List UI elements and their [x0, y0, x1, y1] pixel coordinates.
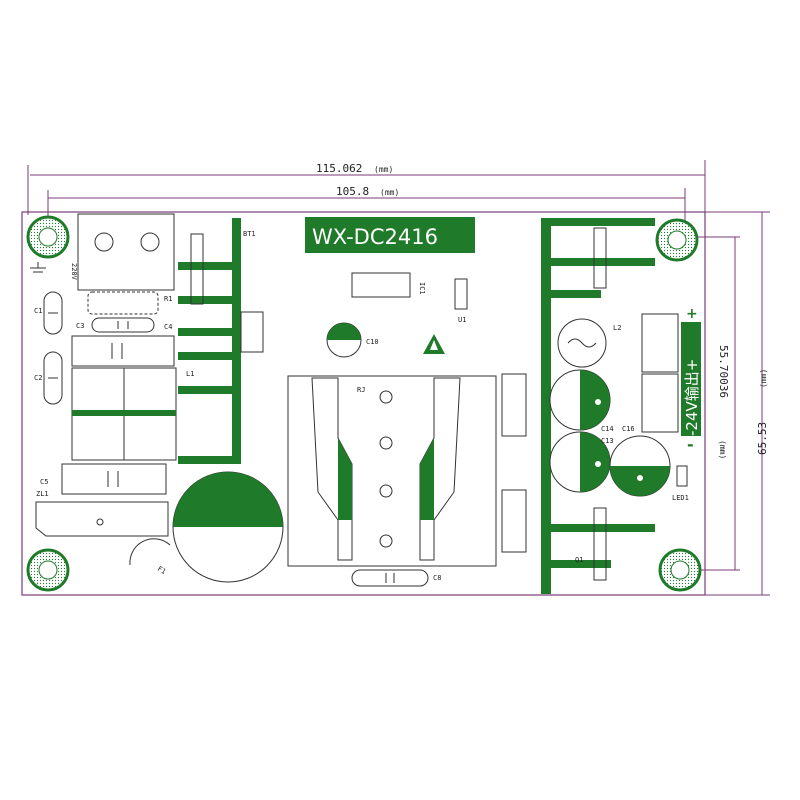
inductor-l2: [557, 318, 607, 368]
label-rj: RJ: [357, 386, 365, 394]
inner-width-value: 105.8: [336, 185, 369, 198]
outer-height-value: 65.53: [756, 422, 769, 455]
heatsink-right: [541, 218, 655, 594]
label-l1: L1: [186, 370, 194, 378]
capacitor-c1: [43, 291, 63, 335]
label-f1: F1: [156, 565, 167, 576]
led1-body: [676, 465, 688, 487]
diode-d1: [593, 507, 607, 581]
mounting-hole-tr: [655, 218, 699, 262]
choke-l1-core: [72, 410, 176, 416]
input-voltage-label: 220V: [70, 263, 78, 281]
output-plus: +: [686, 306, 698, 322]
label-c1: C1: [34, 307, 42, 315]
fuse-f1: [87, 291, 159, 315]
transformer: [287, 375, 497, 567]
outer-width-unit: (mm): [374, 165, 393, 174]
resistor-vertical: [190, 233, 204, 305]
label-c14: C14: [601, 425, 614, 433]
capacitor-c8: [351, 569, 429, 587]
model-title-box: [305, 217, 475, 253]
label-r1: R1: [164, 295, 172, 303]
ic1-body: [351, 272, 411, 298]
model-title: WX-DC2416: [312, 225, 438, 249]
mounting-hole-tl: [26, 215, 70, 259]
label-bt1: BT1: [243, 230, 256, 238]
capacitor-c14: [549, 431, 611, 493]
label-u1: U1: [458, 316, 466, 324]
bridge-rectifier: [35, 501, 169, 537]
label-c10: C10: [366, 338, 379, 346]
output-label-box: [681, 322, 701, 436]
label-c16: C16: [622, 425, 635, 433]
label-ic1: IC1: [418, 282, 426, 295]
label-c3: C3: [76, 322, 84, 330]
label-c13: C13: [601, 437, 614, 445]
output-minus: -: [687, 435, 694, 454]
capacitor-c13: [549, 369, 611, 431]
component-block-r1: [501, 373, 527, 437]
inner-height-unit: (mm): [718, 440, 727, 459]
label-l2: L2: [613, 324, 621, 332]
output-label: -24V输出+: [683, 359, 701, 436]
thermistor: [129, 538, 171, 566]
label-q1: Q1: [575, 556, 583, 564]
outer-height-unit: (mm): [759, 369, 768, 388]
capacitor-c3: [91, 317, 155, 333]
mounting-hole-br: [658, 548, 702, 592]
output-terminal-bottom: [641, 373, 679, 433]
label-zl1: ZL1: [36, 490, 49, 498]
label-led1: LED1: [672, 494, 689, 502]
label-c4: C4: [164, 323, 172, 331]
output-terminal-top: [641, 313, 679, 373]
board-outline: [21, 211, 706, 596]
capacitor-c16: [609, 435, 671, 497]
resistor-right-top: [593, 227, 607, 289]
outer-width-value: 115.062: [316, 162, 362, 175]
label-c2: C2: [34, 374, 42, 382]
inner-height-value: 55.70036: [717, 345, 730, 398]
bulk-capacitor: [172, 471, 284, 583]
esd-warning-icon: [423, 334, 445, 354]
capacitor-c2: [43, 351, 63, 405]
component-block-mid: [240, 311, 264, 353]
ground-symbol: [30, 262, 46, 273]
capacitor-c10: [326, 322, 362, 358]
capacitor-c5: [61, 463, 167, 495]
inner-width-unit: (mm): [380, 188, 399, 197]
label-c5: C5: [40, 478, 48, 486]
capacitor-cx: [71, 335, 175, 367]
input-terminal: [77, 213, 175, 291]
mounting-hole-bl: [26, 548, 70, 592]
heatsink-left: [178, 218, 241, 464]
label-c8: C8: [433, 574, 441, 582]
u1-body: [454, 278, 468, 310]
component-block-r2: [501, 489, 527, 553]
